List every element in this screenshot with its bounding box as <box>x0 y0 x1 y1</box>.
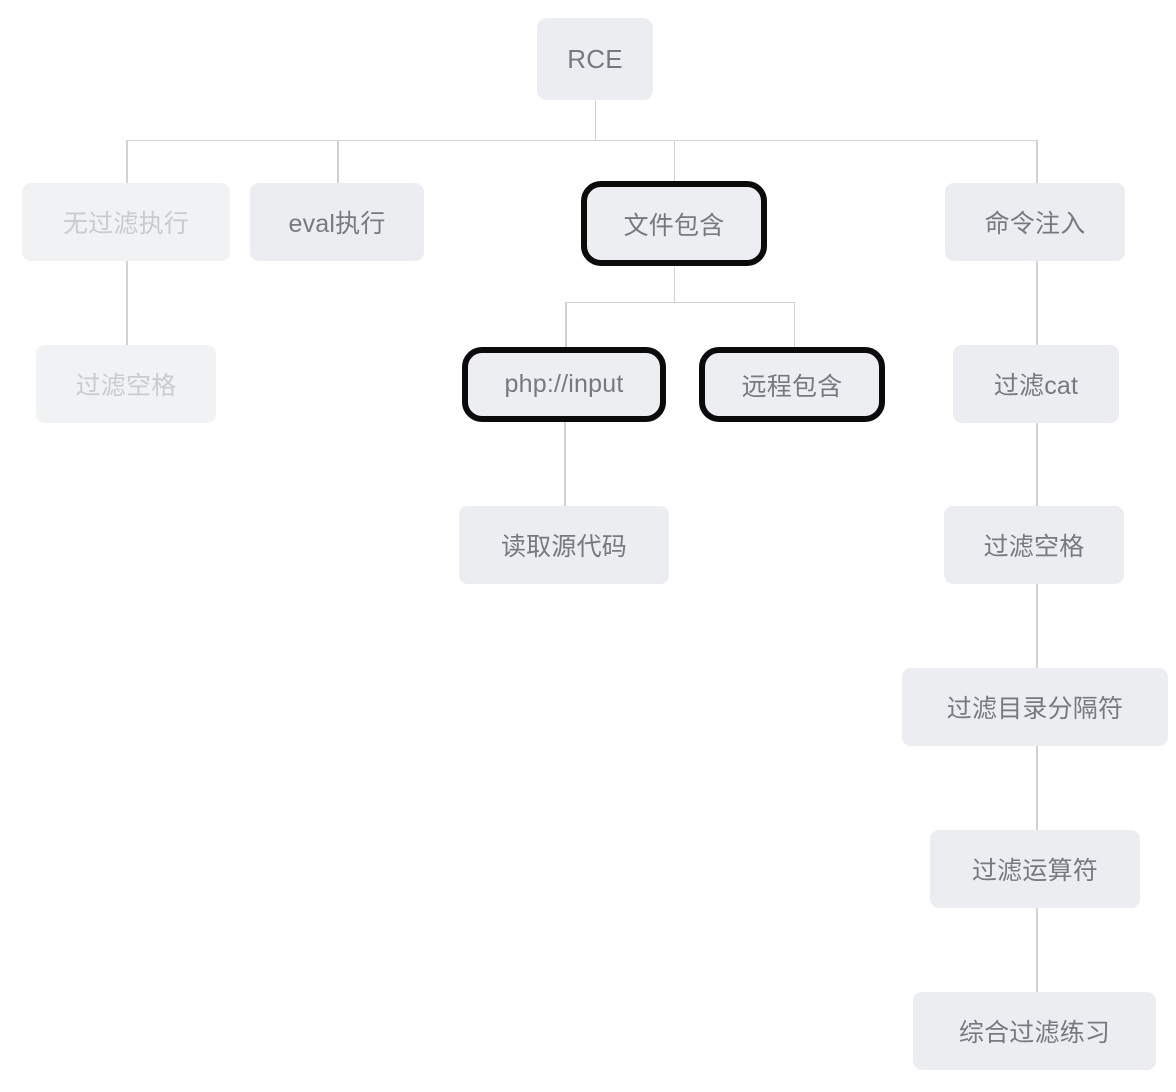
node-remoteinc[interactable]: 远程包含 <box>699 347 885 422</box>
connector-fileinc-to-sub-bar <box>673 266 676 303</box>
connector-filterdir-to-filterop <box>1036 746 1038 831</box>
connector-filterspc2-to-filterdir <box>1036 584 1038 669</box>
connector-filtercat-to-filterspc2 <box>1036 423 1038 507</box>
node-combined[interactable]: 综合过滤练习 <box>913 992 1156 1070</box>
connector-sub-bar-to-phpinput <box>565 302 567 348</box>
node-filterdir[interactable]: 过滤目录分隔符 <box>902 668 1168 746</box>
node-label: 远程包含 <box>741 372 843 401</box>
node-label: 综合过滤练习 <box>958 1019 1111 1047</box>
node-label: 过滤cat <box>993 372 1079 400</box>
node-nofilter[interactable]: 无过滤执行 <box>22 183 230 261</box>
connector-sub-bar-to-remoteinc <box>793 302 796 348</box>
connector-sub-bar-to-row3 <box>565 301 795 304</box>
connector-branch-bar-to-row2 <box>126 139 1037 142</box>
connector-filterop-to-combined <box>1036 908 1038 993</box>
node-label: 无过滤执行 <box>62 210 189 238</box>
node-filtercat[interactable]: 过滤cat <box>953 345 1119 423</box>
node-label: 读取源代码 <box>500 533 627 561</box>
node-label: 命令注入 <box>984 210 1086 238</box>
node-eval[interactable]: eval执行 <box>250 183 424 261</box>
node-rce[interactable]: RCE <box>537 18 653 100</box>
node-label: 过滤目录分隔符 <box>946 695 1124 723</box>
connector-branch-bar-to-fileinc <box>673 140 676 182</box>
node-filterspc1[interactable]: 过滤空格 <box>36 345 216 423</box>
node-filterop[interactable]: 过滤运算符 <box>930 830 1140 908</box>
connector-branch-bar-to-eval <box>337 140 339 184</box>
node-label: 过滤空格 <box>75 372 177 400</box>
node-readsrc[interactable]: 读取源代码 <box>459 506 669 584</box>
node-filterspc2[interactable]: 过滤空格 <box>944 506 1124 584</box>
connector-phpinput-to-readsrc <box>564 422 566 507</box>
connector-branch-bar-to-cmdinj <box>1036 140 1038 184</box>
connector-cmdinj-to-filtercat <box>1036 261 1038 346</box>
node-label: RCE <box>567 43 623 74</box>
node-phpinput[interactable]: php://input <box>462 347 666 422</box>
connector-nofilter-to-filterspc1 <box>126 261 128 346</box>
node-label: 过滤运算符 <box>971 857 1098 885</box>
node-label: php://input <box>504 370 624 398</box>
node-cmdinj[interactable]: 命令注入 <box>945 183 1125 261</box>
node-label: 过滤空格 <box>983 533 1085 561</box>
connector-rce-to-branch-bar <box>594 100 597 140</box>
node-label: 文件包含 <box>623 211 725 240</box>
connector-branch-bar-to-nofilter <box>126 140 128 184</box>
node-label: eval执行 <box>288 210 386 238</box>
node-fileinc[interactable]: 文件包含 <box>581 181 767 266</box>
